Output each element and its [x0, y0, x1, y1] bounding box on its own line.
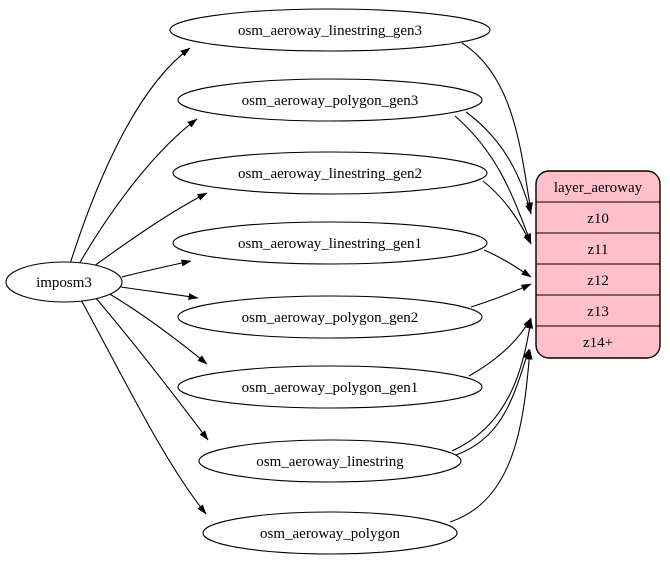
edge-polygon-gen3-to-z10 [465, 111, 532, 215]
ellipse-shape [202, 511, 458, 555]
edge-imposm3-to-osm-aeroway-linestring [94, 296, 209, 441]
edge-linestring-to-z13 [451, 318, 534, 452]
node-label: osm_aeroway_linestring [256, 454, 404, 470]
node-label: osm_aeroway_linestring_gen2 [238, 166, 422, 182]
ellipse-shape [198, 439, 462, 483]
edge-linestring-gen3-to-z10 [461, 42, 533, 213]
layer-title: layer_aeroway [554, 180, 643, 196]
edge-linestring-gen1-to-z12 [483, 249, 532, 278]
node-imposm3: imposm3 [5, 261, 123, 303]
node-osm-aeroway-linestring-gen3: osm_aeroway_linestring_gen3 [169, 8, 491, 52]
node-osm-aeroway-polygon-gen3: osm_aeroway_polygon_gen3 [177, 78, 483, 122]
ellipse-shape [172, 151, 488, 195]
node-label: imposm3 [36, 275, 92, 291]
node-label: osm_aeroway_polygon_gen2 [242, 310, 419, 326]
ellipse-shape [177, 365, 483, 409]
edge-imposm3-to-osm-aeroway-polygon-gen2 [120, 286, 199, 301]
edges-to-layer-aeroway [449, 42, 534, 523]
node-label: osm_aeroway_linestring_gen3 [238, 23, 422, 39]
ellipse-shape [169, 8, 491, 52]
layer-row-z11: z11 [587, 242, 608, 258]
edge-imposm3-to-osm-aeroway-linestring-gen2 [89, 192, 208, 270]
layer-row-z14: z14+ [583, 335, 613, 351]
edge-linestring-gen2-to-z11 [482, 180, 532, 245]
edge-polygon-gen1-to-z13 [468, 317, 532, 377]
layer-row-z13: z13 [587, 304, 609, 320]
edge-imposm3-to-osm-aeroway-polygon [79, 297, 207, 515]
node-osm-aeroway-polygon-gen2: osm_aeroway_polygon_gen2 [177, 295, 483, 339]
edge-polygon-gen3-to-z11 [454, 115, 532, 244]
node-label: osm_aeroway_polygon_gen3 [242, 93, 419, 109]
node-osm-aeroway-linestring: osm_aeroway_linestring [198, 439, 462, 483]
edges-from-imposm3 [69, 47, 209, 515]
edge-polygon-to-z14 [449, 349, 533, 523]
ellipse-shape [177, 78, 483, 122]
node-osm-aeroway-linestring-gen1: osm_aeroway_linestring_gen1 [172, 221, 488, 265]
edge-imposm3-to-osm-aeroway-polygon-gen3 [77, 118, 198, 267]
node-label: osm_aeroway_polygon [260, 526, 400, 542]
ellipse-shape [5, 261, 123, 303]
node-osm-aeroway-polygon: osm_aeroway_polygon [202, 511, 458, 555]
edge-imposm3-to-osm-aeroway-linestring-gen1 [121, 259, 192, 278]
edge-linestring-to-z14 [455, 348, 530, 456]
layer-row-z10: z10 [587, 211, 609, 227]
edge-polygon-gen2-to-z12 [470, 283, 532, 308]
node-osm-aeroway-linestring-gen2: osm_aeroway_linestring_gen2 [172, 151, 488, 195]
node-label: osm_aeroway_linestring_gen1 [238, 236, 422, 252]
ellipse-shape [172, 221, 488, 265]
edge-imposm3-to-osm-aeroway-polygon-gen1 [107, 292, 208, 365]
node-label: osm_aeroway_polygon_gen1 [242, 380, 419, 396]
edge-imposm3-to-osm-aeroway-linestring-gen3 [69, 47, 191, 265]
ellipse-shape [177, 295, 483, 339]
node-layer-aeroway: layer_aeroway z10 z11 z12 z13 z14+ [535, 170, 661, 359]
node-osm-aeroway-polygon-gen1: osm_aeroway_polygon_gen1 [177, 365, 483, 409]
layer-row-z12: z12 [587, 273, 609, 289]
